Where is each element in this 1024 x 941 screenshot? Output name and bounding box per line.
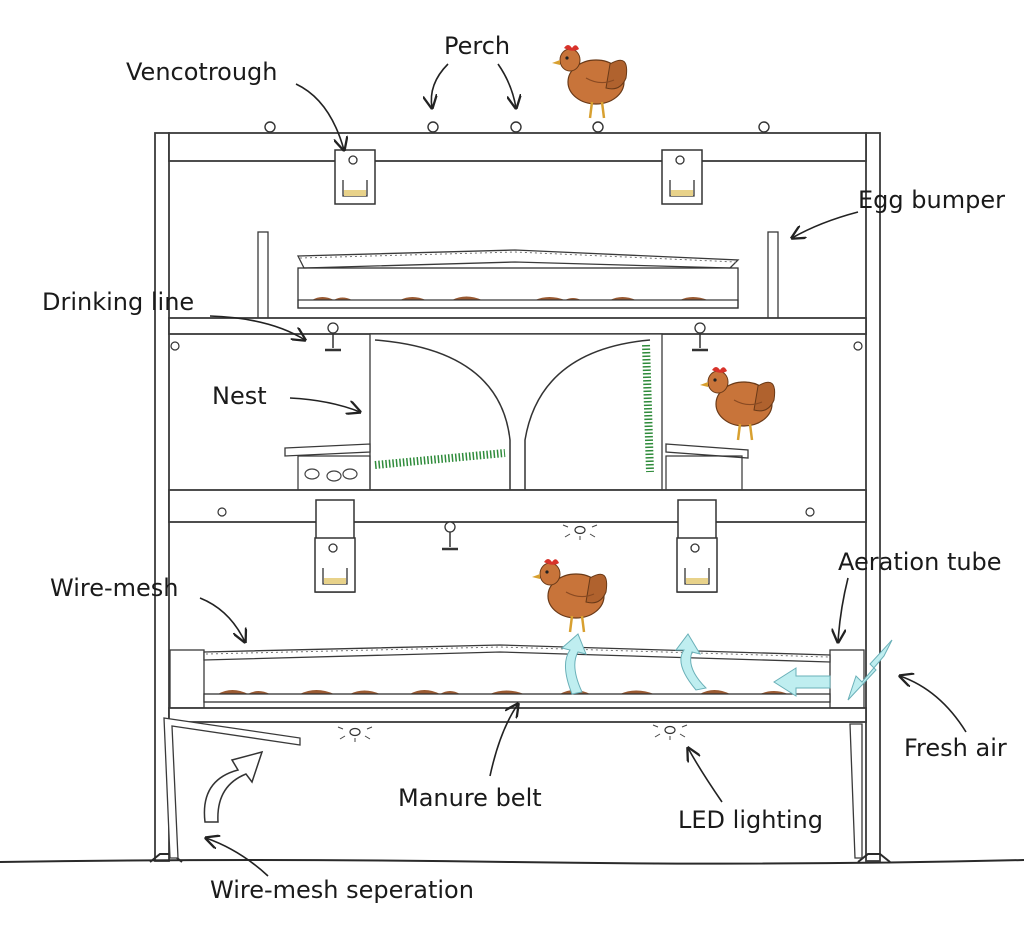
hen-icon	[698, 365, 776, 442]
nest-arches	[374, 339, 651, 490]
label-vencotrough: Vencotrough	[126, 58, 278, 86]
nest-brush-right	[642, 344, 654, 473]
label-led-lighting: LED lighting	[678, 806, 823, 834]
egg-icon	[304, 468, 358, 482]
drinker-lower	[440, 520, 460, 551]
lower-wire-mesh	[203, 644, 831, 663]
wire-mesh-separation-left	[163, 717, 301, 859]
air-flow-arrow-icon	[203, 750, 264, 823]
led-light-icon	[337, 726, 373, 743]
nest-roll-out-left	[284, 443, 371, 457]
nest-box	[369, 333, 663, 491]
hen-icon	[530, 557, 608, 634]
led-light-icon	[562, 524, 598, 541]
hen-icon	[550, 43, 628, 120]
bottom-rail	[168, 707, 867, 723]
lower-rail	[168, 489, 867, 523]
vencotrough-lower-left	[314, 537, 356, 593]
label-manure-belt: Manure belt	[398, 784, 542, 812]
label-drinking-line: Drinking line	[42, 288, 194, 316]
vencotrough-right	[661, 149, 703, 205]
perch-rods	[264, 121, 770, 133]
manure-belt	[203, 693, 831, 703]
upper-wire-mesh	[296, 249, 740, 269]
right-upright	[865, 132, 881, 862]
egg-bumper-right-post	[767, 231, 779, 321]
ground-line	[0, 859, 1024, 865]
label-fresh-air: Fresh air	[904, 734, 1007, 762]
label-egg-bumper: Egg bumper	[858, 186, 1005, 214]
top-rail	[168, 132, 867, 162]
label-wire-mesh: Wire-mesh	[50, 574, 179, 602]
vencotrough-lower-right	[676, 537, 718, 593]
air-flow-arrow-icon	[560, 633, 893, 701]
wire-mesh-separation-right	[849, 723, 863, 859]
label-nest: Nest	[212, 382, 267, 410]
upper-manure	[312, 296, 708, 300]
label-wire-mesh-separation: Wire-mesh seperation	[210, 876, 474, 904]
egg-bumper-left-post	[257, 231, 269, 321]
label-aeration-tube: Aeration tube	[838, 548, 1002, 576]
label-perch: Perch	[444, 32, 510, 60]
vencotrough-left	[334, 149, 376, 205]
nest-brush-left	[374, 449, 506, 469]
led-light-icon	[652, 724, 688, 741]
nest-roll-out-right	[665, 443, 749, 459]
